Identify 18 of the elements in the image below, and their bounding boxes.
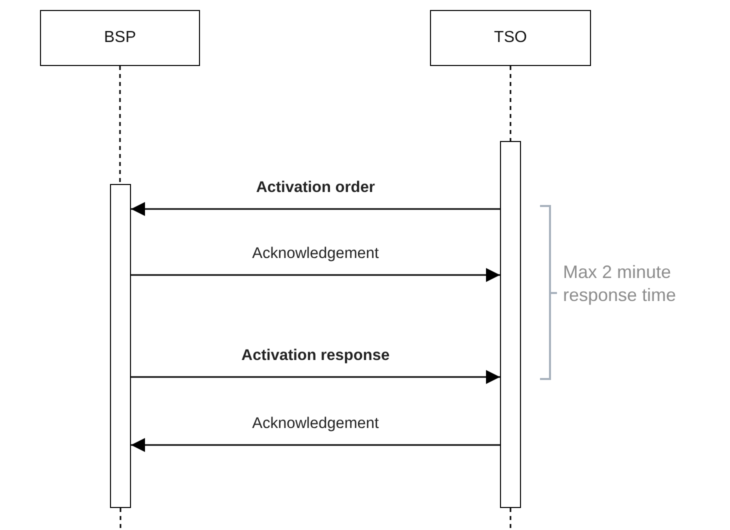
lifeline: [510, 508, 512, 530]
edge-label: Acknowledgement: [250, 415, 381, 433]
activation-bar: [110, 184, 131, 508]
edge-label: Acknowledgement: [250, 245, 381, 263]
lifeline: [119, 66, 121, 184]
participant-box: [430, 10, 591, 66]
note-text: Max 2 minute response time: [563, 261, 678, 307]
message-arrow: [131, 268, 500, 282]
message-arrow: [131, 438, 500, 452]
message-arrow: [131, 202, 500, 216]
edge-label: Activation response: [239, 347, 392, 365]
lifeline: [510, 66, 512, 141]
participant-name: TSO: [494, 29, 527, 47]
activation-bar: [500, 141, 521, 508]
participant-box: [40, 10, 200, 66]
participant-name: BSP: [104, 29, 136, 47]
message-arrow: [131, 370, 500, 384]
lifeline: [120, 508, 122, 530]
